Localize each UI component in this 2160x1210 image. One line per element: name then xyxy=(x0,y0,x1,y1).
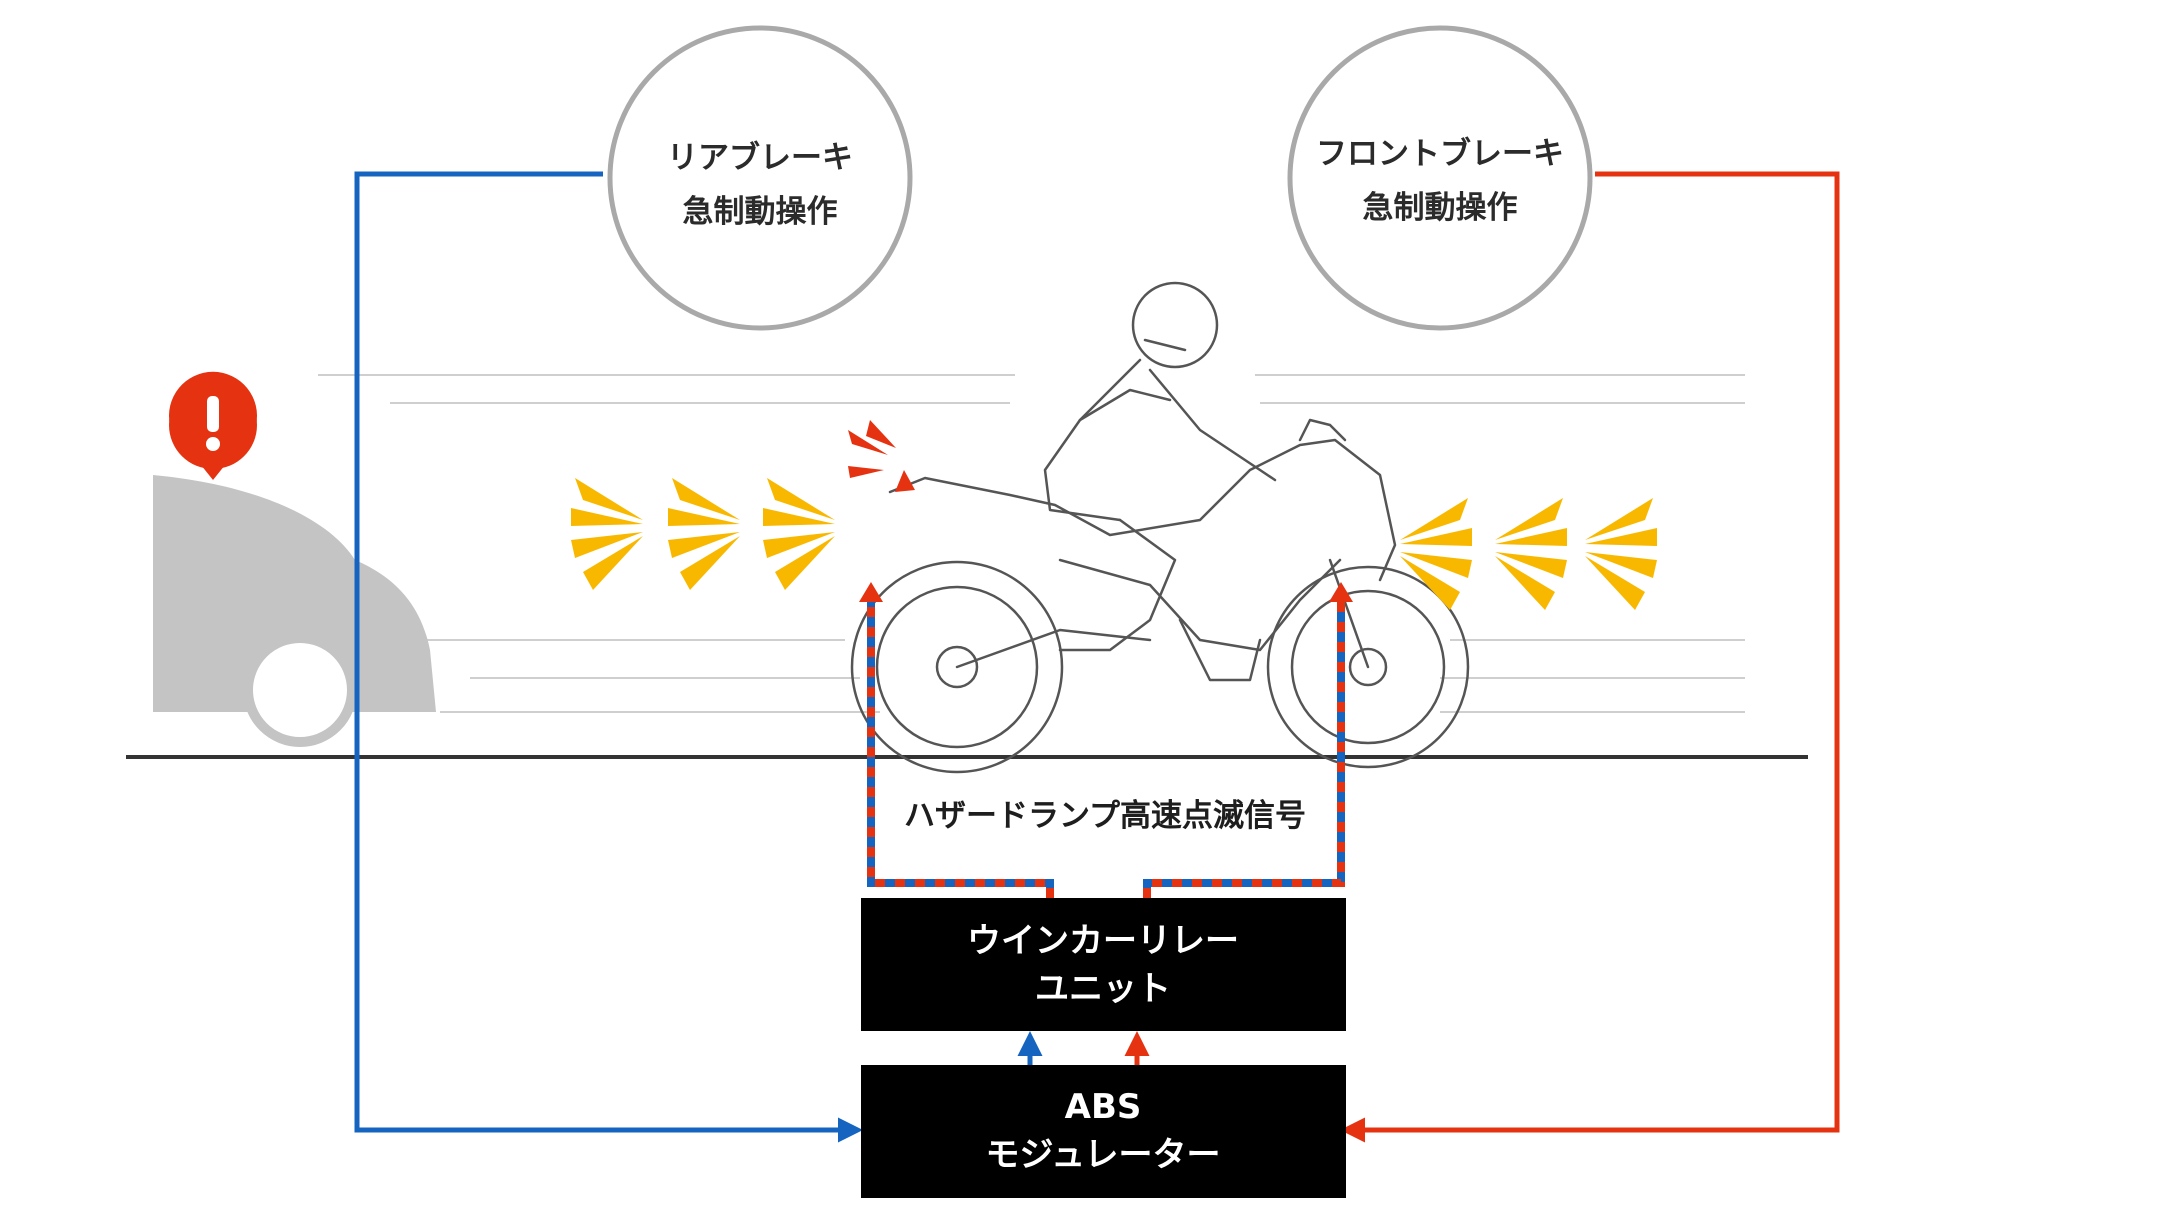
car-rear-silhouette xyxy=(153,475,436,747)
abs-modulator-box: ABS モジュレーター xyxy=(861,1065,1346,1198)
front-brake-signal-line xyxy=(1340,171,1840,1143)
taillight-flash-icon xyxy=(848,420,915,492)
sport-motorcycle-rider-illustration xyxy=(850,281,1470,774)
winker-relay-unit-box: ウインカーリレー ユニット xyxy=(861,898,1346,1031)
hazard-signal-line-front xyxy=(1143,582,1353,898)
hazard-signal-label: ハザードランプ高速点滅信号 xyxy=(904,798,1306,834)
winker-relay-label-line2: ユニット xyxy=(1035,969,1171,1009)
speed-lines xyxy=(318,374,1745,713)
exclamation-pin-icon xyxy=(168,371,257,480)
hazard-signal-line-rear xyxy=(859,582,1054,898)
hazard-light-rays-icon xyxy=(1400,498,1657,610)
abs-modulator-label-line2: モジュレーター xyxy=(986,1135,1221,1175)
front-brake-label-line1: フロントブレーキ xyxy=(1316,136,1564,172)
rear-brake-label-line2: 急制動操作 xyxy=(683,194,838,230)
abs-modulator-label-line1: ABS xyxy=(1065,1087,1142,1127)
front-brake-node: フロントブレーキ 急制動操作 xyxy=(1287,25,1593,331)
winker-relay-label-line1: ウインカーリレー xyxy=(967,921,1239,961)
rear-brake-signal-line xyxy=(354,171,863,1143)
front-brake-label-line2: 急制動操作 xyxy=(1363,190,1518,226)
rear-brake-node: リアブレーキ 急制動操作 xyxy=(607,25,913,331)
hazard-light-rays-icon xyxy=(571,478,835,590)
rear-brake-label-line1: リアブレーキ xyxy=(667,140,853,176)
